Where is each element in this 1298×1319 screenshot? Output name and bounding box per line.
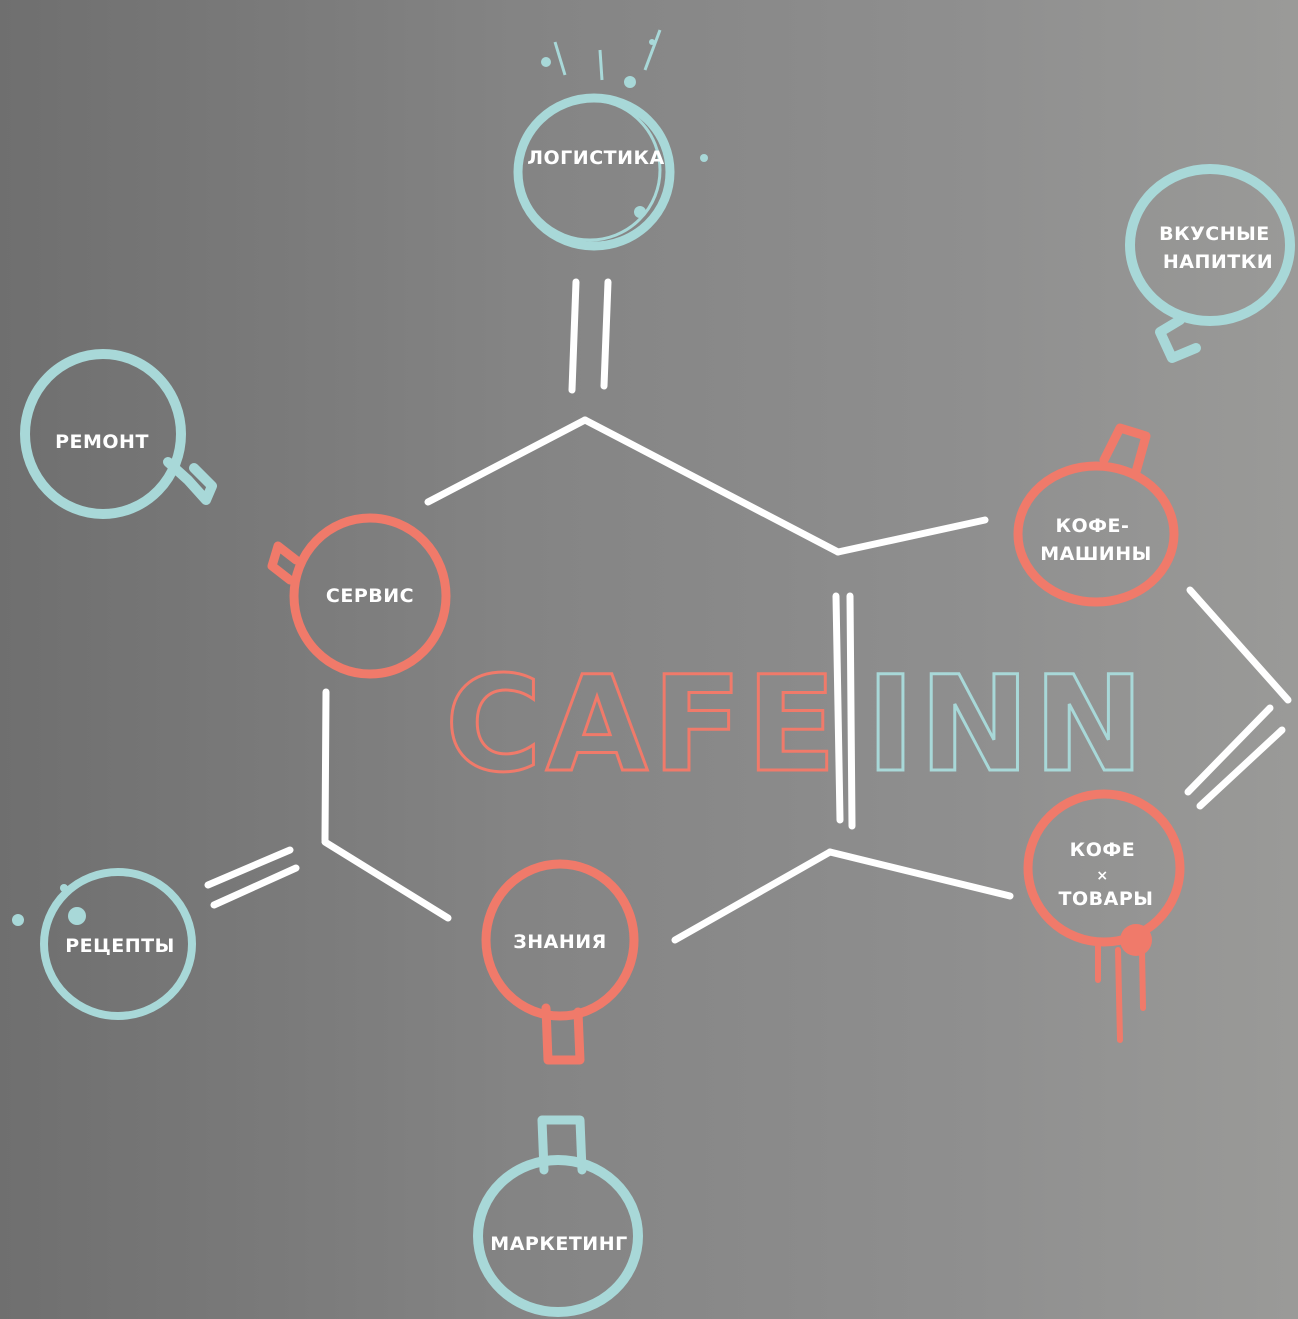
bond-bottom-right-b — [826, 848, 1014, 900]
node-label: КОФЕ × ТОВАРЫ — [1059, 839, 1154, 910]
splash-dot — [12, 914, 24, 926]
node-label: РЕЦЕПТЫ — [65, 935, 175, 957]
node-label: ЛОГИСТИКА — [527, 147, 664, 169]
node-coffee-machines[interactable]: КОФЕ- МАШИНЫ — [1013, 423, 1179, 607]
bond-logistics-double-b — [600, 278, 612, 390]
node-knowledge[interactable]: ЗНАНИЯ — [481, 859, 639, 1065]
bond-left-vertical — [321, 688, 330, 844]
bond-right-lower-b — [1196, 726, 1286, 810]
node-repair[interactable]: РЕМОНТ — [20, 349, 217, 519]
node-coffee-goods[interactable]: КОФЕ × ТОВАРЫ — [1023, 789, 1185, 1043]
bond-center-double-a — [832, 592, 844, 824]
node-label: ЗНАНИЯ — [513, 931, 607, 953]
splash-dot — [624, 76, 636, 88]
bond-top-right — [581, 416, 842, 556]
bond-right-upper — [1186, 586, 1292, 704]
node-drinks[interactable]: ВКУСНЫЕ НАПИТКИ — [1125, 164, 1295, 363]
node-label: КОФЕ- МАШИНЫ — [1040, 515, 1152, 565]
node-logistics[interactable]: ЛОГИСТИКА — [513, 29, 708, 251]
bond-to-coffee-machines — [834, 516, 989, 556]
node-marketing[interactable]: МАРКЕТИНГ — [473, 1115, 643, 1317]
splash-dot — [634, 206, 646, 218]
bond-top-left — [424, 416, 589, 506]
node-label: ВКУСНЫЕ НАПИТКИ — [1159, 223, 1277, 273]
splash-dot — [68, 907, 86, 925]
splash-dot — [60, 884, 68, 892]
node-label: РЕМОНТ — [55, 431, 149, 453]
bond-recipes-double-a — [204, 846, 294, 889]
bond-logistics-double-a — [568, 278, 580, 394]
bond-bottom-left — [321, 838, 452, 922]
node-label: СЕРВИС — [326, 585, 414, 607]
logo-cafe: CAFE — [445, 648, 840, 802]
bond-right-lower-a — [1184, 704, 1274, 796]
drip — [1095, 943, 1146, 1043]
node-recipes[interactable]: РЕЦЕПТЫ — [12, 868, 196, 1020]
bond-bottom-right-a — [671, 848, 834, 944]
logo-inn: INN — [866, 648, 1148, 802]
logo: CAFE INN — [444, 647, 1148, 804]
splash-dot — [541, 57, 551, 67]
bond-center-double-b — [846, 592, 856, 830]
node-service[interactable]: СЕРВИС — [267, 513, 451, 679]
bonds — [204, 278, 1292, 944]
splash-blob — [1120, 924, 1152, 956]
splash-streak — [553, 29, 662, 81]
splash-dot — [700, 154, 708, 162]
node-label: МАРКЕТИНГ — [490, 1233, 627, 1255]
bond-recipes-double-b — [210, 864, 300, 909]
